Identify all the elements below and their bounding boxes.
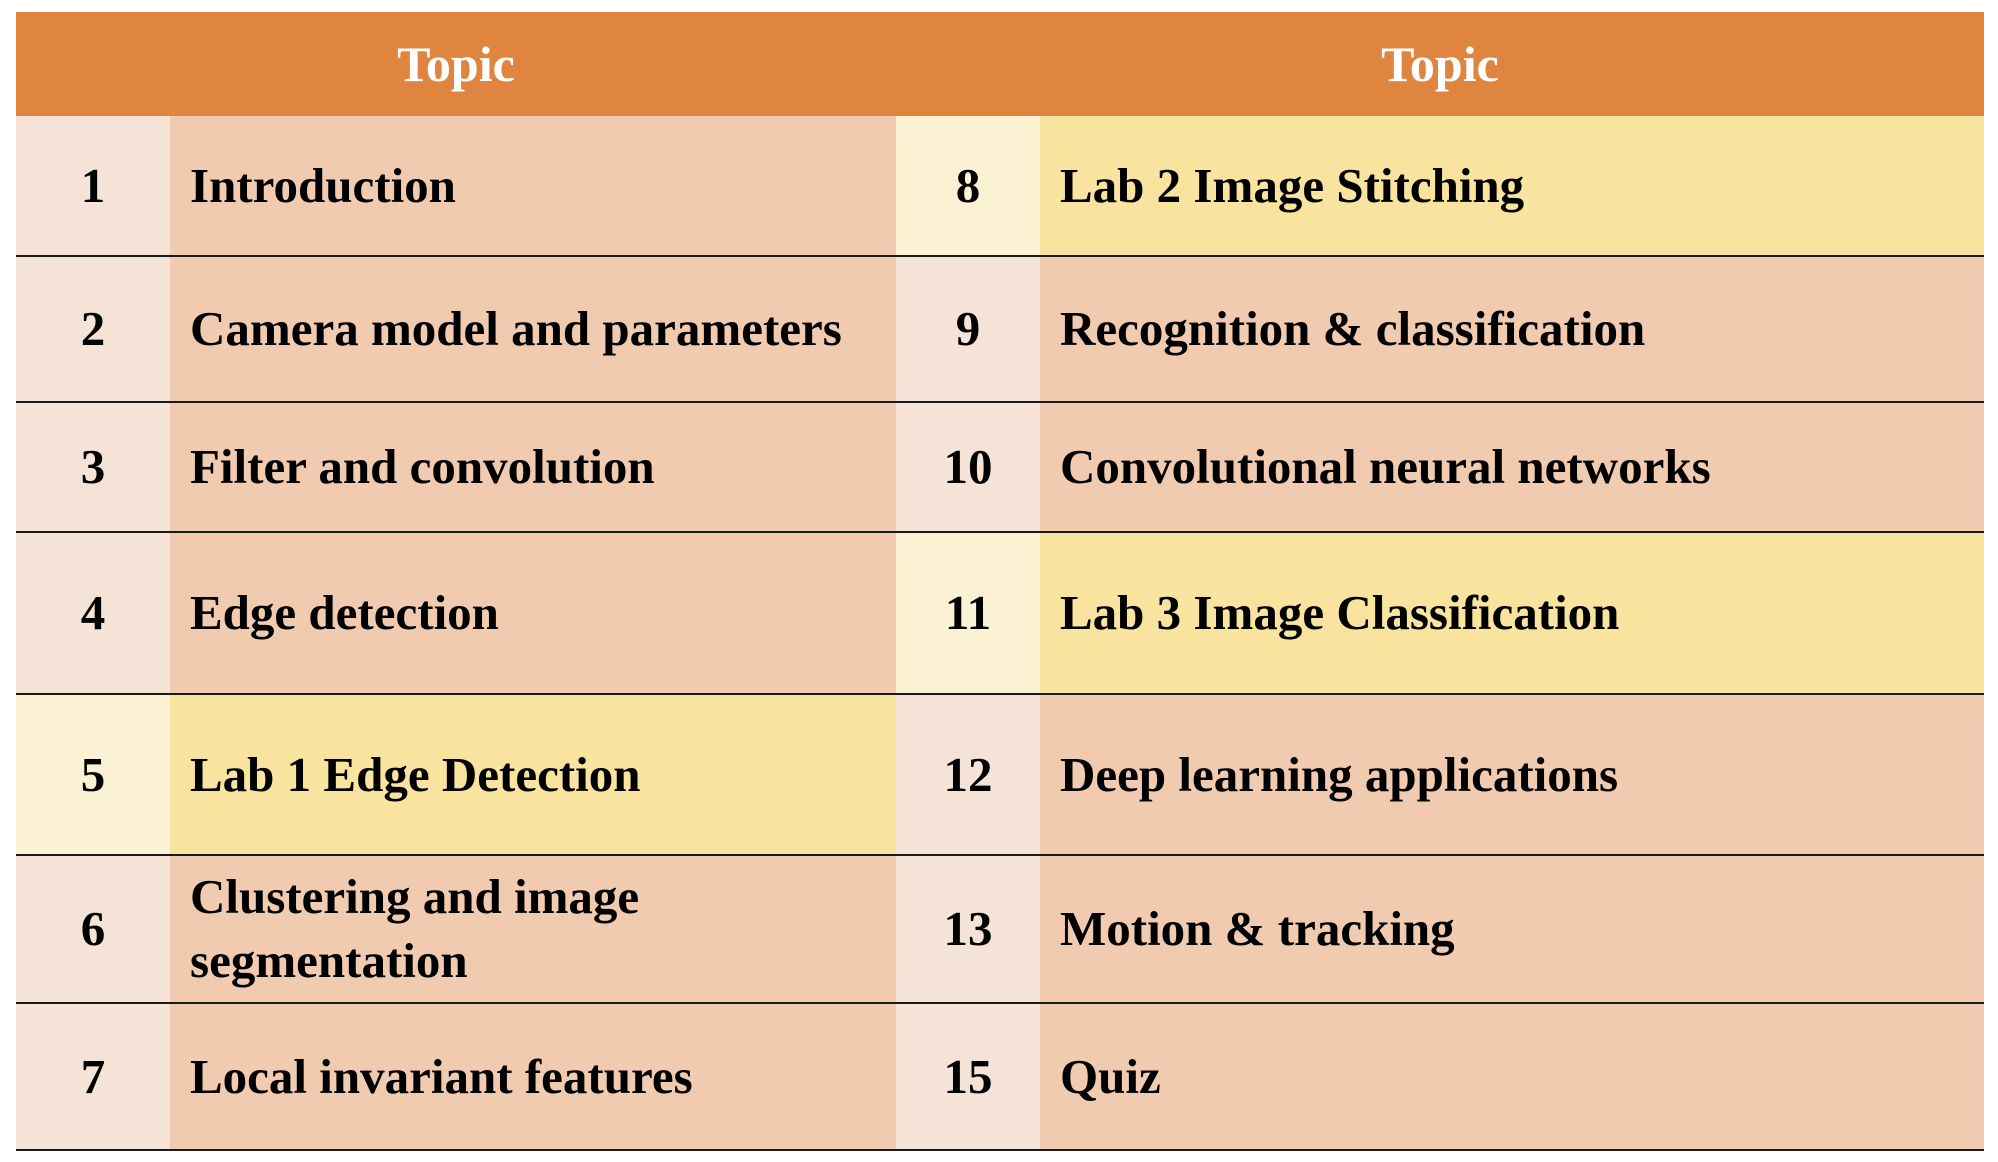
table-row: 4 Edge detection 11 Lab 3 Image Classifi… bbox=[16, 533, 1984, 695]
session-number: 9 bbox=[896, 257, 1040, 401]
session-number: 6 bbox=[16, 856, 170, 1002]
session-number: 11 bbox=[896, 533, 1040, 693]
session-number: 13 bbox=[896, 856, 1040, 1002]
schedule-table: Topic Topic 1 Introduction 8 Lab 2 Image… bbox=[16, 12, 1984, 1151]
table-row: 1 Introduction 8 Lab 2 Image Stitching bbox=[16, 116, 1984, 257]
table-row: 6 Clustering and image segmentation 13 M… bbox=[16, 856, 1984, 1004]
table-row: 7 Local invariant features 15 Quiz bbox=[16, 1004, 1984, 1151]
session-topic: Lab 1 Edge Detection bbox=[170, 695, 896, 854]
table-row: 2 Camera model and parameters 9 Recognit… bbox=[16, 257, 1984, 403]
table-row: 3 Filter and convolution 10 Convolutiona… bbox=[16, 403, 1984, 533]
session-number: 7 bbox=[16, 1004, 170, 1149]
session-topic: Clustering and image segmentation bbox=[170, 856, 896, 1002]
session-number: 2 bbox=[16, 257, 170, 401]
session-topic: Recognition & classification bbox=[1040, 257, 1984, 401]
session-number: 8 bbox=[896, 116, 1040, 255]
session-topic: Introduction bbox=[170, 116, 896, 255]
session-number: 10 bbox=[896, 403, 1040, 531]
session-topic: Edge detection bbox=[170, 533, 896, 693]
session-topic: Deep learning applications bbox=[1040, 695, 1984, 854]
session-topic: Quiz bbox=[1040, 1004, 1984, 1149]
session-topic: Convolutional neural networks bbox=[1040, 403, 1984, 531]
session-number: 12 bbox=[896, 695, 1040, 854]
session-number: 3 bbox=[16, 403, 170, 531]
session-number: 1 bbox=[16, 116, 170, 255]
session-number: 4 bbox=[16, 533, 170, 693]
session-topic: Local invariant features bbox=[170, 1004, 896, 1149]
session-topic: Camera model and parameters bbox=[170, 257, 896, 401]
table-header: Topic Topic bbox=[16, 12, 1984, 116]
session-topic: Motion & tracking bbox=[1040, 856, 1984, 1002]
session-topic: Lab 2 Image Stitching bbox=[1040, 116, 1984, 255]
session-topic: Lab 3 Image Classification bbox=[1040, 533, 1984, 693]
header-topic-right: Topic bbox=[1381, 36, 1499, 92]
session-number: 5 bbox=[16, 695, 170, 854]
table-row: 5 Lab 1 Edge Detection 12 Deep learning … bbox=[16, 695, 1984, 856]
header-topic-left: Topic bbox=[397, 36, 515, 92]
session-number: 15 bbox=[896, 1004, 1040, 1149]
session-topic: Filter and convolution bbox=[170, 403, 896, 531]
